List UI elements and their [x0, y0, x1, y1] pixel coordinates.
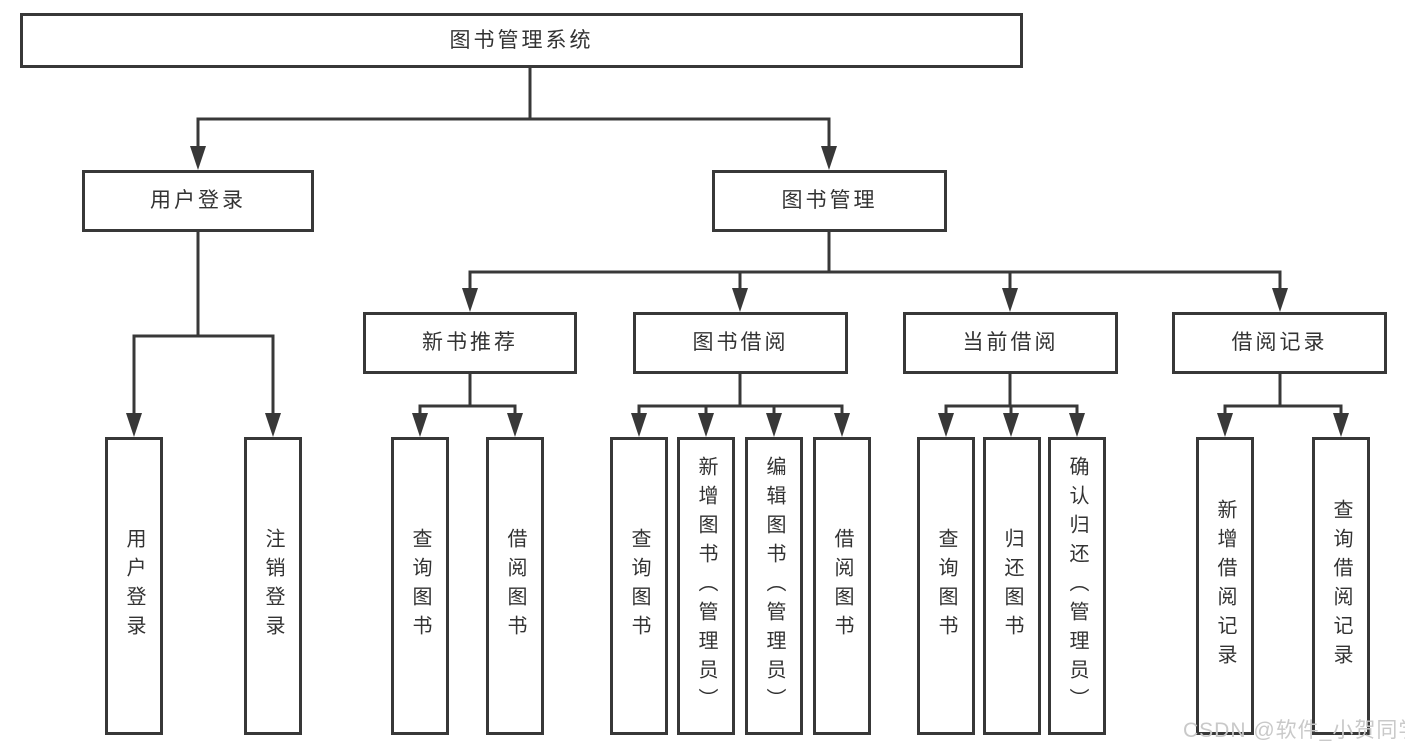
leaf-logout-label: 注销登录 — [262, 528, 284, 644]
connector-book-management-branch — [462, 230, 1288, 312]
node-borrow-records: 借阅记录 — [1172, 312, 1387, 374]
connector-user-login-branch — [126, 230, 281, 437]
connector-root-branch — [190, 66, 837, 170]
node-root-label: 图书管理系统 — [449, 28, 594, 52]
leaf-query-books-current-label: 查询图书 — [935, 528, 957, 644]
leaf-add-books-admin: 新增图书（管理员） — [677, 437, 735, 735]
node-current-borrow: 当前借阅 — [903, 312, 1118, 374]
csdn-watermark: CSDN @软件_小贺同学 — [1183, 719, 1405, 742]
leaf-add-borrow-record-label: 新增借阅记录 — [1214, 499, 1236, 673]
connector-book-borrow-branch — [631, 372, 850, 437]
leaf-add-borrow-record: 新增借阅记录 — [1196, 437, 1254, 735]
leaf-add-books-admin-label: 新增图书（管理员） — [695, 455, 717, 717]
leaf-query-borrow-record-label: 查询借阅记录 — [1330, 499, 1352, 673]
node-book-borrow: 图书借阅 — [633, 312, 848, 374]
leaf-borrow-books-label: 借阅图书 — [831, 528, 853, 644]
leaf-confirm-return-admin: 确认归还（管理员） — [1048, 437, 1106, 735]
leaf-confirm-return-admin-label: 确认归还（管理员） — [1066, 455, 1088, 717]
leaf-edit-books-admin: 编辑图书（管理员） — [745, 437, 803, 735]
node-borrow-records-label: 借阅记录 — [1231, 331, 1328, 355]
node-user-login: 用户登录 — [82, 170, 314, 232]
leaf-user-login-label: 用户登录 — [123, 528, 145, 644]
leaf-query-books-borrow-label: 查询图书 — [628, 528, 650, 644]
node-new-book-recommend-label: 新书推荐 — [422, 331, 518, 355]
node-root: 图书管理系统 — [20, 13, 1023, 68]
leaf-query-books-newbook: 查询图书 — [391, 437, 449, 735]
leaf-query-borrow-record: 查询借阅记录 — [1312, 437, 1370, 735]
leaf-edit-books-admin-label: 编辑图书（管理员） — [763, 455, 785, 717]
leaf-borrow-books-newbook-label: 借阅图书 — [504, 528, 526, 644]
node-user-login-label: 用户登录 — [150, 189, 246, 213]
leaf-query-books-newbook-label: 查询图书 — [409, 528, 431, 644]
leaf-borrow-books-newbook: 借阅图书 — [486, 437, 544, 735]
connector-current-borrow-branch — [938, 372, 1085, 437]
node-book-management: 图书管理 — [712, 170, 947, 232]
connector-new-book-branch — [412, 372, 523, 437]
leaf-logout: 注销登录 — [244, 437, 302, 735]
node-new-book-recommend: 新书推荐 — [363, 312, 577, 374]
leaf-return-books-label: 归还图书 — [1001, 528, 1023, 644]
node-book-borrow-label: 图书借阅 — [692, 331, 789, 355]
leaf-borrow-books: 借阅图书 — [813, 437, 871, 735]
node-current-borrow-label: 当前借阅 — [962, 331, 1059, 355]
leaf-query-books-borrow: 查询图书 — [610, 437, 668, 735]
node-book-management-label: 图书管理 — [781, 189, 878, 213]
leaf-return-books: 归还图书 — [983, 437, 1041, 735]
leaf-query-books-current: 查询图书 — [917, 437, 975, 735]
connector-borrow-records-branch — [1217, 372, 1349, 437]
leaf-user-login: 用户登录 — [105, 437, 163, 735]
